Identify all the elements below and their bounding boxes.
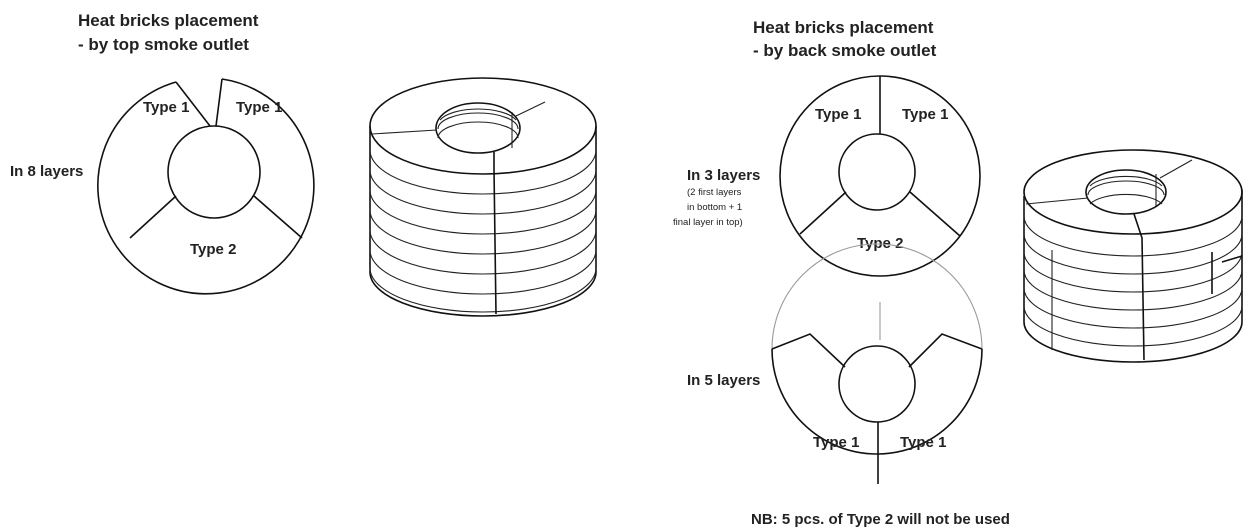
right-upper-note-2: in bottom + 1 (687, 202, 742, 213)
left-stack-layer-7 (369, 267, 597, 313)
left-ring-divider-right (253, 195, 303, 239)
right-stack-layer-5 (1023, 287, 1243, 329)
left-ring-divider-left (129, 195, 177, 239)
right-upper-divider-left (799, 191, 847, 235)
right-footnote: NB: 5 pcs. of Type 2 will not be used (751, 511, 1010, 528)
right-upper-label-type1-b: Type 1 (902, 106, 948, 123)
left-stack-seam-left (371, 129, 438, 135)
left-ring-label-type1-a: Type 1 (143, 99, 189, 116)
left-stack-layer-4 (369, 209, 597, 255)
right-upper-label-type1-a: Type 1 (815, 106, 861, 123)
left-ring-divider-top (175, 78, 223, 127)
right-lower-edge-right (908, 333, 983, 368)
left-layers-label: In 8 layers (10, 163, 83, 180)
right-heading-line1: Heat bricks placement (753, 18, 934, 37)
left-stack-layer-3 (369, 189, 597, 235)
right-stack-layer-4 (1023, 269, 1243, 311)
right-upper-ring-inner (838, 133, 916, 211)
right-stack-hole-ring-3 (1089, 193, 1163, 205)
right-ring-3-layers: Type 1 Type 1 Type 2 (779, 75, 981, 277)
right-stack-seam-left (1025, 197, 1089, 205)
right-upper-divider-right (909, 191, 961, 237)
right-ring-5-layers: Type 1 Type 1 (771, 243, 983, 484)
right-lower-layers-label: In 5 layers (687, 372, 760, 389)
right-stack-seam-front (1133, 213, 1145, 361)
right-lower-ring-inner (838, 345, 916, 423)
left-heading-line2: - by top smoke outlet (78, 35, 249, 54)
left-stack-layer-6 (369, 249, 597, 295)
left-stack-outline (369, 126, 597, 317)
left-ring-label-type2: Type 2 (190, 241, 236, 258)
right-stack-3d (1023, 149, 1243, 363)
right-stack-outlet-gap (1211, 252, 1243, 294)
right-lower-label-type1-a: Type 1 (813, 434, 859, 451)
right-upper-layers-label: In 3 layers (687, 167, 760, 184)
right-stack-layer-6 (1023, 305, 1243, 347)
left-stack-hole-ring-2 (437, 112, 519, 130)
right-stack-seam-right (1159, 159, 1193, 179)
right-upper-note-3: final layer in top) (673, 217, 743, 228)
right-stack-layer-1 (1023, 215, 1243, 257)
left-ring-label-type1-b: Type 1 (236, 99, 282, 116)
left-heading-line1: Heat bricks placement (78, 11, 259, 30)
left-stack-3d (369, 77, 597, 317)
left-stack-hole (435, 102, 521, 154)
left-ring-outer (97, 78, 315, 295)
left-stack-layer-2 (369, 169, 597, 215)
right-lower-ring-outer (771, 348, 983, 455)
left-stack-top (369, 77, 597, 175)
right-heading-line2: - by back smoke outlet (753, 41, 937, 60)
right-stack-hole-ring-2 (1087, 180, 1165, 196)
left-ring-top-view: Type 1 Type 1 Type 2 (97, 78, 315, 295)
right-upper-note-1: (2 first layers (687, 187, 742, 198)
right-stack-layer-3 (1023, 251, 1243, 293)
right-stack-hole (1085, 169, 1167, 215)
left-stack-layer-5 (369, 229, 597, 275)
right-lower-edge-left (771, 333, 846, 368)
right-stack-top (1023, 149, 1243, 235)
right-stack-layer-2 (1023, 233, 1243, 275)
left-stack-hole-ring-1 (439, 108, 517, 121)
left-stack-layer-1 (369, 149, 597, 195)
left-stack-seam-right (515, 101, 546, 117)
right-lower-ring-faint-arc (771, 243, 983, 350)
right-lower-label-type1-b: Type 1 (900, 434, 946, 451)
left-stack-hole-ring-3 (437, 121, 519, 139)
left-stack-seam-front (493, 152, 497, 315)
left-ring-inner (167, 125, 261, 219)
right-stack-outline (1023, 190, 1243, 363)
